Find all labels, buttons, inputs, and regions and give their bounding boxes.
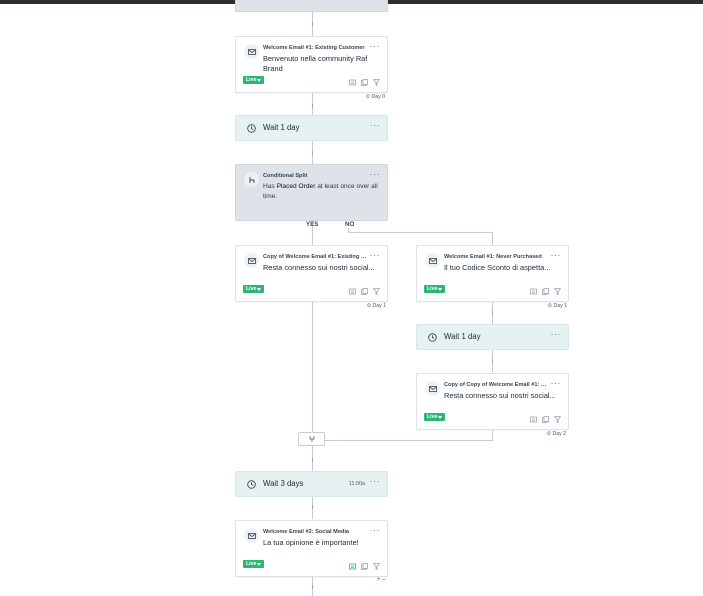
filter-icon[interactable] <box>554 416 561 423</box>
caret-down-icon <box>438 415 443 419</box>
split-metric: Placed Order <box>276 183 316 190</box>
card-actions <box>349 288 380 295</box>
more-options-button[interactable]: ··· <box>369 41 380 51</box>
preview-icon[interactable] <box>530 416 537 423</box>
envelope-icon <box>244 528 259 543</box>
card-actions <box>530 288 561 295</box>
split-desc-prefix: Has <box>263 183 277 190</box>
wait-label: Wait 3 days <box>263 479 304 488</box>
wait-node-no-branch[interactable]: Wait 1 day ··· <box>416 324 569 350</box>
clock-mini-icon: ⏲ <box>548 303 553 309</box>
status-dropdown[interactable]: Live <box>243 285 265 293</box>
wait-label: Wait 1 day <box>444 332 481 341</box>
preview-icon[interactable] <box>349 563 356 570</box>
copy-icon[interactable] <box>361 288 368 295</box>
more-options-button[interactable]: ··· <box>550 329 561 339</box>
day-label: ⏲ Day 0 <box>366 94 385 101</box>
merge-node[interactable] <box>298 432 325 446</box>
wait-label: Wait 1 day <box>263 123 300 132</box>
status-label: Live <box>246 77 257 83</box>
day-text: Day 2 <box>552 431 567 437</box>
copy-icon[interactable] <box>542 288 549 295</box>
filter-icon[interactable] <box>554 288 561 295</box>
status-dropdown[interactable]: Live <box>424 413 446 421</box>
email-node-yes-branch[interactable]: Copy of Welcome Email #1: Existing Cu...… <box>235 245 388 302</box>
split-desc-suffix: at least once over all time. <box>263 183 378 200</box>
clock-mini-icon: ⏲ <box>547 431 552 437</box>
copy-icon[interactable] <box>361 79 368 86</box>
clock-icon <box>425 330 440 345</box>
previous-node-stub[interactable] <box>235 0 388 12</box>
filter-icon[interactable] <box>373 79 380 86</box>
email-subject: La tua opinione è importante! <box>263 538 359 547</box>
caret-down-icon <box>257 287 262 291</box>
more-options-button[interactable]: ··· <box>369 476 380 486</box>
email-node-welcome-existing[interactable]: Welcome Email #1: Existing Customer Benv… <box>235 36 388 93</box>
copy-icon[interactable] <box>542 416 549 423</box>
clock-mini-icon: ⏲ <box>367 303 372 309</box>
preview-icon[interactable] <box>349 79 356 86</box>
email-subject: Il tuo Codice Sconto di aspetta... <box>444 263 551 272</box>
merge-icon <box>309 436 314 442</box>
more-options-button[interactable]: ··· <box>369 120 380 130</box>
envelope-icon <box>425 253 440 268</box>
envelope-icon <box>244 253 259 268</box>
caret-down-icon <box>438 287 443 291</box>
card-actions <box>530 416 561 423</box>
conditional-split-node[interactable]: Conditional Split Has Placed Order at le… <box>235 164 388 221</box>
split-title: Conditional Split <box>263 173 308 179</box>
more-options-button[interactable]: ··· <box>369 169 380 179</box>
envelope-icon <box>244 44 259 59</box>
day-label: ⏲ Day 1 <box>548 303 567 310</box>
day-text: Day 1 <box>372 303 387 309</box>
wait-send-time: 11:00a <box>348 481 365 487</box>
clock-icon <box>244 121 259 136</box>
card-actions <box>349 79 380 86</box>
status-label: Live <box>246 286 257 292</box>
email-title: Copy of Welcome Email #1: Existing Cu... <box>263 254 369 260</box>
filter-icon[interactable] <box>373 563 380 570</box>
status-label: Live <box>427 414 438 420</box>
more-options-button[interactable]: ··· <box>369 250 380 260</box>
email-subject: Benvenuto nella community Raf Brand <box>263 54 368 73</box>
email-node-no-branch-2[interactable]: Copy of Copy of Welcome Email #1: Exi...… <box>416 373 569 430</box>
status-dropdown[interactable]: Live <box>243 76 265 84</box>
email-node-social-media[interactable]: Welcome Email #2: Social Media La tua op… <box>235 520 388 577</box>
email-title: Welcome Email #1: Existing Customer <box>263 45 365 51</box>
card-actions <box>349 563 380 570</box>
clock-mini-icon: ⏲ <box>366 94 371 100</box>
day-text: Day 0 <box>371 94 386 100</box>
more-options-button[interactable]: ··· <box>550 250 561 260</box>
status-label: Live <box>246 561 257 567</box>
zoom-controls[interactable]: + – <box>377 577 386 583</box>
filter-icon[interactable] <box>373 288 380 295</box>
status-dropdown[interactable]: Live <box>424 285 446 293</box>
wait-node-1-day[interactable]: Wait 1 day ··· <box>235 115 388 141</box>
email-node-no-branch[interactable]: Welcome Email #1: Never Purchased Il tuo… <box>416 245 569 302</box>
split-icon <box>244 172 259 187</box>
email-subject: Resta connesso sui nostri social... <box>263 263 375 272</box>
caret-down-icon <box>257 78 262 82</box>
wait-node-3-days[interactable]: Wait 3 days 11:00a ··· <box>235 471 388 497</box>
day-label: ⏲ Day 2 <box>547 431 566 438</box>
email-title: Copy of Copy of Welcome Email #1: Exi... <box>444 382 550 388</box>
status-dropdown[interactable]: Live <box>243 560 265 568</box>
envelope-icon <box>425 381 440 396</box>
email-title: Welcome Email #1: Never Purchased <box>444 254 542 260</box>
preview-icon[interactable] <box>530 288 537 295</box>
split-description: Has Placed Order at least once over all … <box>263 182 379 202</box>
copy-icon[interactable] <box>361 563 368 570</box>
branch-no-label: NO <box>345 221 355 228</box>
day-text: Day 1 <box>553 303 568 309</box>
email-title: Welcome Email #2: Social Media <box>263 529 350 535</box>
more-options-button[interactable]: ··· <box>369 525 380 535</box>
status-label: Live <box>427 286 438 292</box>
caret-down-icon <box>257 562 262 566</box>
clock-icon <box>244 477 259 492</box>
email-subject: Resta connesso sui nostri social... <box>444 391 556 400</box>
day-label: ⏲ Day 1 <box>367 303 386 310</box>
preview-icon[interactable] <box>349 288 356 295</box>
branch-yes-label: YES <box>306 221 319 228</box>
more-options-button[interactable]: ··· <box>550 378 561 388</box>
